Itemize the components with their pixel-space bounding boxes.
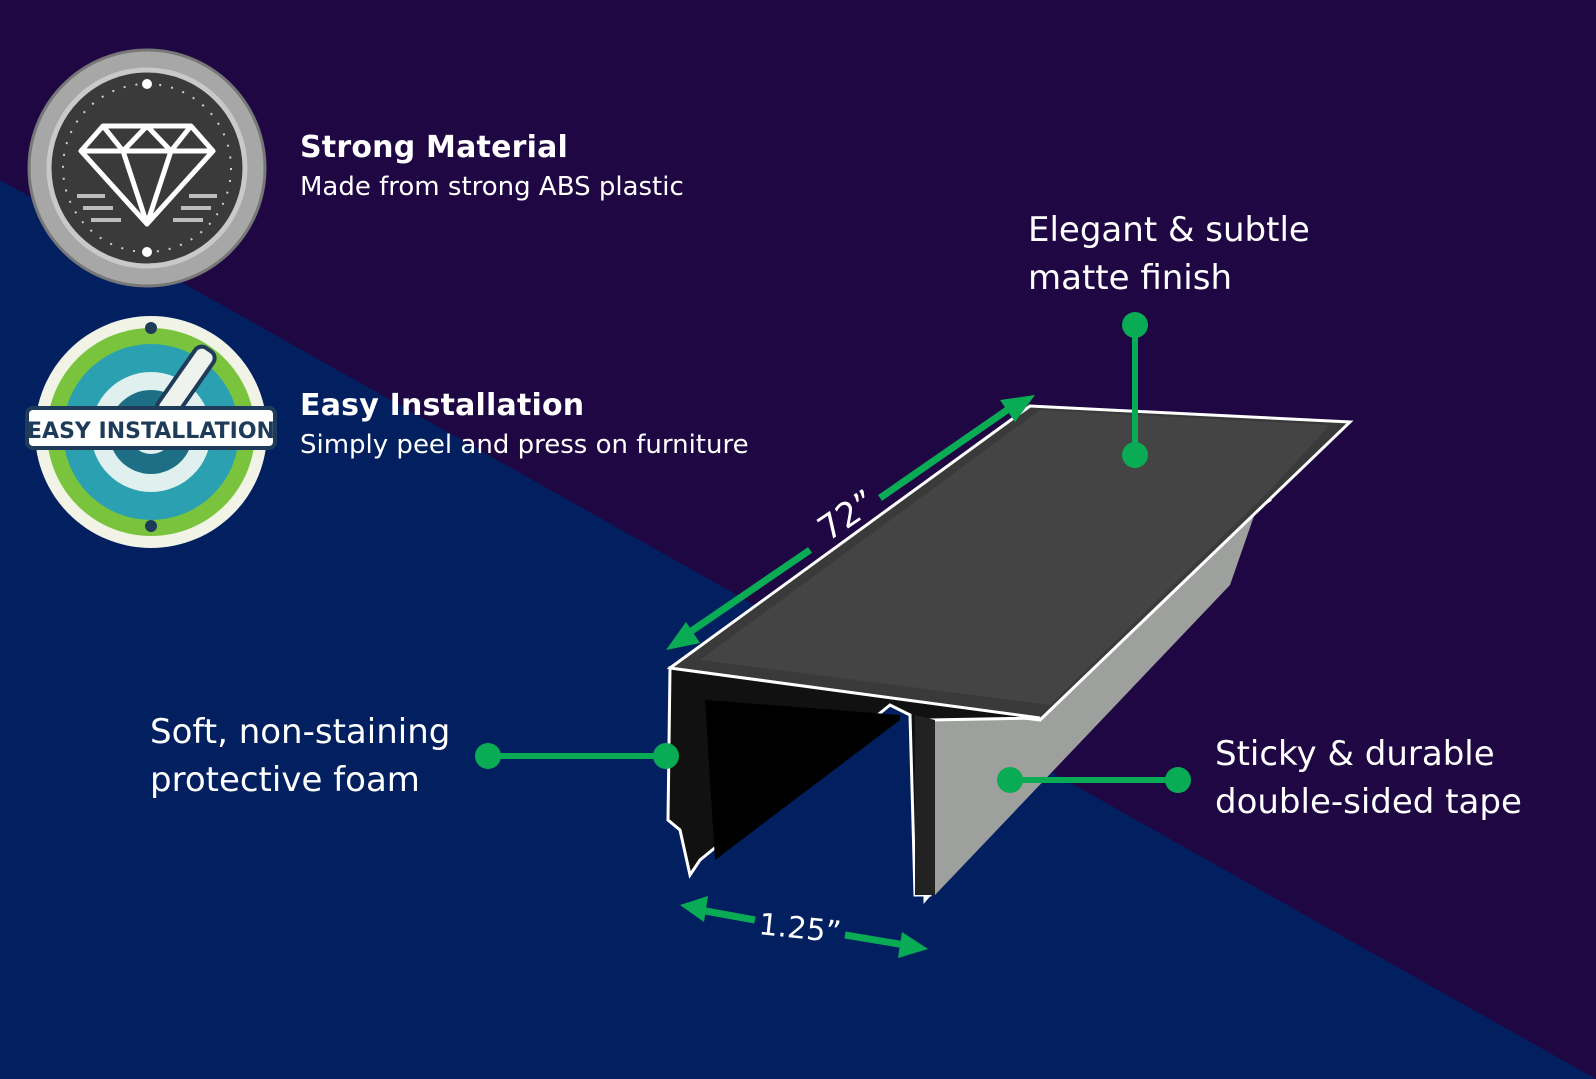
callout-finish-line1: Elegant & subtle [1028, 210, 1310, 250]
feature-title-strong-material: Strong Material [300, 130, 569, 165]
tape-leader [997, 767, 1191, 793]
easy-installation-badge-icon: EASY INSTALLATION [25, 316, 277, 548]
width-arrow [680, 896, 928, 958]
callout-finish: Elegant & subtle matte finish [1028, 206, 1310, 302]
length-arrow [666, 395, 1035, 650]
callout-tape-line1: Sticky & durable [1215, 734, 1495, 774]
callout-tape-line2: double-sided tape [1215, 782, 1522, 822]
width-label: 1.25” [757, 907, 843, 950]
badge-text: EASY INSTALLATION [27, 419, 275, 444]
finish-leader [1122, 312, 1148, 468]
callout-foam: Soft, non-staining protective foam [150, 708, 450, 804]
callout-foam-line2: protective foam [150, 760, 420, 800]
diamond-badge-icon [27, 48, 267, 288]
feature-title-easy-installation: Easy Installation [300, 388, 585, 423]
callout-foam-line1: Soft, non-staining [150, 712, 451, 752]
callout-finish-line2: matte finish [1028, 258, 1233, 298]
feature-desc-strong-material: Made from strong ABS plastic [300, 172, 684, 202]
foam-leader [475, 743, 679, 769]
callout-tape: Sticky & durable double-sided tape [1215, 730, 1522, 826]
feature-desc-easy-installation: Simply peel and press on furniture [300, 430, 749, 460]
